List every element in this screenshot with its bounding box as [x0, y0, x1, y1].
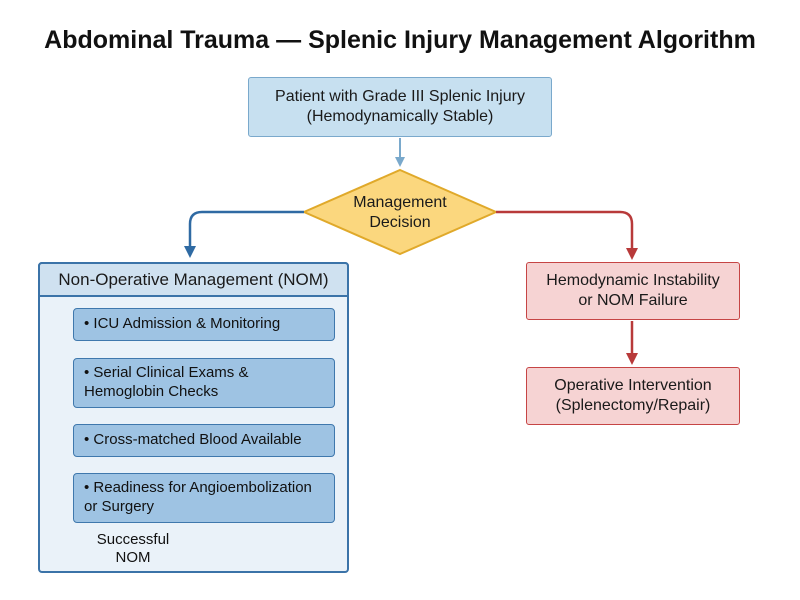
nom-step-line: • ICU Admission & Monitoring — [84, 315, 281, 333]
nom-step-icu: • ICU Admission & Monitoring — [73, 308, 335, 341]
edge-decision-to-nom — [184, 210, 304, 258]
nom-step-serial-exams: • Serial Clinical Exams & Hemoglobin Che… — [73, 358, 335, 408]
diagram-title: Abdominal Trauma — Splenic Injury Manage… — [44, 26, 756, 54]
nom-step-line: Hemoglobin Checks — [84, 383, 219, 400]
nom-step-line: • Serial Clinical Exams & — [84, 364, 249, 382]
instability-line2: or NOM Failure — [578, 292, 688, 309]
loop-label-successful-nom: Successful NOM — [88, 531, 178, 567]
nom-panel-header: Non-Operative Management (NOM) — [38, 262, 349, 297]
node-management-decision: Management Decision — [320, 192, 480, 234]
loop-label-line2: NOM — [115, 549, 151, 566]
node-patient-line1: Patient with Grade III Splenic Injury — [275, 88, 525, 105]
decision-diamond — [301, 168, 499, 256]
nom-step-blood: • Cross-matched Blood Available — [73, 424, 335, 457]
operative-line2: (Splenectomy/Repair) — [555, 397, 711, 414]
node-patient-line2: (Hemodynamically Stable) — [306, 108, 494, 125]
nom-step-line: • Readiness for Angioembolization — [84, 479, 312, 497]
instability-line1: Hemodynamic Instability — [546, 272, 720, 289]
nom-step-line: or Surgery — [84, 498, 155, 515]
nom-step-line: • Cross-matched Blood Available — [84, 431, 302, 449]
decision-line1: Management — [353, 194, 447, 211]
edge-decision-to-instability — [496, 210, 638, 260]
node-patient-grade-iii: Patient with Grade III Splenic Injury (H… — [248, 77, 552, 137]
decision-line2: Decision — [369, 214, 431, 231]
operative-line1: Operative Intervention — [554, 377, 712, 394]
nom-step-readiness: • Readiness for Angioembolization or Sur… — [73, 473, 335, 523]
node-hemodynamic-instability: Hemodynamic Instability or NOM Failure — [526, 262, 740, 320]
node-operative-intervention: Operative Intervention (Splenectomy/Repa… — [526, 367, 740, 425]
loop-label-line1: Successful — [96, 531, 170, 548]
